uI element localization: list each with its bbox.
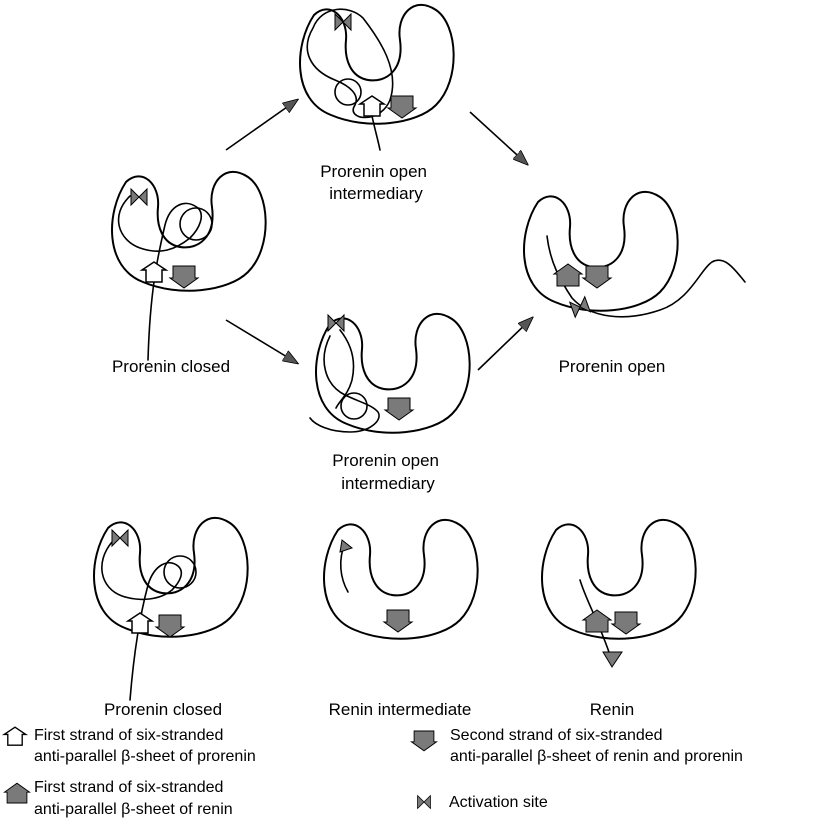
- second-strand-icon: [612, 612, 640, 634]
- arrow-mid-intermediary-to-open: [478, 318, 532, 370]
- molecule-prorenin-open-intermediary-mid: [310, 314, 470, 433]
- second-strand-icon: [170, 266, 198, 288]
- second-strand-icon: [583, 266, 611, 288]
- activation-site-icon: [328, 315, 344, 331]
- molecule-renin-intermediate: [324, 520, 478, 639]
- legend-item-first-strand-prorenin: First strand of six-stranded anti-parall…: [4, 727, 256, 765]
- transition-arrows: [226, 100, 532, 370]
- arrow-closed-to-top-intermediary: [226, 100, 297, 150]
- legend: First strand of six-stranded anti-parall…: [4, 727, 743, 818]
- molecule-prorenin-open-intermediary-top: [300, 5, 454, 150]
- first-strand-prorenin-icon: [128, 613, 152, 633]
- legend-item-activation-site: Activation site: [418, 794, 548, 811]
- label-prorenin-open: Prorenin open: [559, 357, 666, 376]
- activation-site-legend-icon: [418, 796, 431, 809]
- molecule-renin: [542, 520, 696, 667]
- label-renin: Renin: [590, 700, 634, 719]
- second-strand-icon: [385, 398, 413, 420]
- svg-text:First strand of six-stranded: First strand of six-stranded anti-parall…: [34, 727, 256, 765]
- legend-item-first-strand-renin: First strand of six-stranded anti-parall…: [4, 779, 232, 818]
- arrow-top-intermediary-to-open: [470, 112, 527, 164]
- second-strand-legend-icon: [411, 731, 436, 751]
- first-strand-prorenin-legend-icon: [4, 727, 26, 745]
- first-strand-prorenin-icon: [360, 96, 384, 116]
- molecule-prorenin-closed-bottom: [94, 518, 248, 700]
- legend-item-second-strand: Second strand of six-stranded anti-paral…: [411, 727, 743, 765]
- first-strand-renin-icon: [583, 610, 611, 632]
- label-renin-intermediate: Renin intermediate: [329, 700, 472, 719]
- molecule-prorenin-open: [524, 192, 745, 317]
- label-prorenin-open-intermediary-top: Prorenin open intermediary: [320, 162, 432, 203]
- first-strand-renin-icon: [554, 264, 582, 286]
- second-strand-icon: [156, 615, 184, 637]
- molecule-prorenin-closed-mid: [112, 172, 266, 360]
- svg-text:First strand of six-stranded: First strand of six-stranded anti-parall…: [34, 779, 233, 818]
- second-strand-icon: [384, 610, 412, 632]
- first-strand-renin-legend-icon: [4, 783, 29, 803]
- svg-text:Activation site: Activation site: [449, 794, 548, 811]
- activation-site-icon: [131, 189, 147, 205]
- label-prorenin-closed-bottom: Prorenin closed: [104, 700, 222, 719]
- svg-text:Second strand of six-stranded: Second strand of six-stranded anti-paral…: [450, 727, 743, 765]
- arrow-closed-to-mid-intermediary: [226, 320, 297, 363]
- activation-site-icon: [112, 530, 128, 546]
- first-strand-prorenin-icon: [142, 262, 166, 282]
- label-prorenin-closed-mid: Prorenin closed: [112, 357, 230, 376]
- second-strand-icon: [388, 96, 416, 118]
- label-prorenin-open-intermediary-mid: Prorenin open intermediary: [332, 451, 444, 493]
- activation-site-icon: [335, 14, 351, 30]
